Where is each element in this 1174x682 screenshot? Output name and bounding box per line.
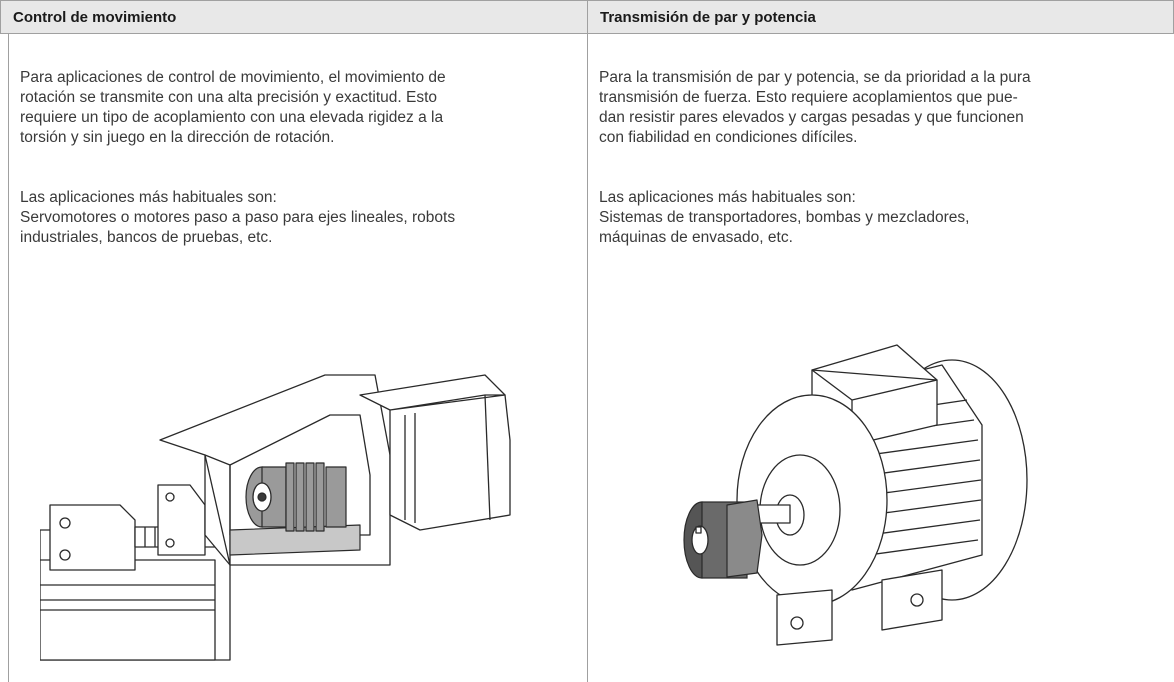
text-line: Servomotores o motores paso a paso para … <box>20 209 456 226</box>
applications-paragraph: Las aplicaciones más habituales son: Ser… <box>20 188 576 248</box>
intro-paragraph: Para la transmisión de par y potencia, s… <box>599 68 1151 148</box>
applications-paragraph: Las aplicaciones más habituales son: Sis… <box>599 188 1151 248</box>
servo-linear-axis-illustration <box>40 374 511 661</box>
intro-paragraph: Para aplicaciones de control de movimien… <box>20 68 576 148</box>
text-line: rotación se transmite con una alta preci… <box>20 89 437 106</box>
text-line: transmisión de fuerza. Esto requiere aco… <box>599 89 1018 106</box>
text-line: requiere un tipo de acoplamiento con una… <box>20 109 444 126</box>
applications-heading: Las aplicaciones más habituales son: <box>599 189 856 206</box>
column-title: Control de movimiento <box>13 9 177 26</box>
column-header: Transmisión de par y potencia <box>587 0 1174 34</box>
electric-motor-illustration <box>683 344 1028 646</box>
text-line: torsión y sin juego en la dirección de r… <box>20 129 335 146</box>
text-line: Para la transmisión de par y potencia, s… <box>599 69 1031 86</box>
text-line: máquinas de envasado, etc. <box>599 229 793 246</box>
text-line: Sistemas de transportadores, bombas y me… <box>599 209 970 226</box>
column-border <box>8 34 9 682</box>
text-line: con fiabilidad en condiciones difíciles. <box>599 129 858 146</box>
column-header: Control de movimiento <box>0 0 588 34</box>
text-line: Para aplicaciones de control de movimien… <box>20 69 446 86</box>
column-border <box>587 34 588 682</box>
column-title: Transmisión de par y potencia <box>600 9 816 26</box>
text-line: industriales, bancos de pruebas, etc. <box>20 229 273 246</box>
applications-heading: Las aplicaciones más habituales son: <box>20 189 277 206</box>
text-line: dan resistir pares elevados y cargas pes… <box>599 109 1024 126</box>
